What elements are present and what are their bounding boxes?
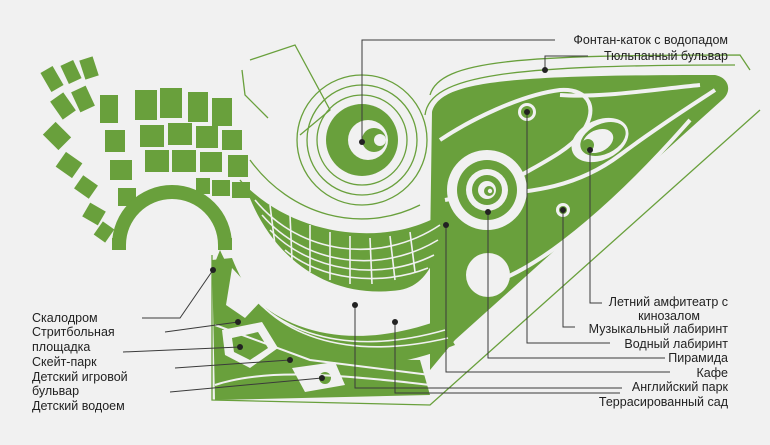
arch-structure [112, 185, 232, 245]
arch-base-left [112, 238, 126, 250]
label-terraced-garden: Террасированный сад [599, 395, 729, 409]
label-streetball-2: площадка [32, 340, 90, 354]
label-climbing-wall: Скалодром [32, 311, 98, 325]
label-pyramid: Пирамида [668, 351, 728, 365]
main-green-field [430, 75, 729, 370]
label-english-park: Английский парк [632, 380, 729, 394]
label-amphitheater-2: кинозалом [638, 309, 700, 323]
labels-right: Фонтан-каток с водопадом Тюльпанный буль… [573, 33, 728, 409]
arch-base-right [218, 238, 232, 250]
label-amphitheater-1: Летний амфитеатр с [609, 295, 728, 309]
leaders-right [352, 39, 670, 394]
label-kids-boulevard-2: бульвар [32, 384, 79, 398]
label-fountain: Фонтан-каток с водопадом [573, 33, 728, 47]
label-skate-park: Скейт-парк [32, 355, 97, 369]
amphitheater [571, 117, 629, 163]
labels-left: Скалодром Стритбольная площадка Скейт-па… [32, 311, 128, 413]
label-cafe: Кафе [697, 366, 729, 380]
label-music-labyrinth: Музыкальный лабиринт [589, 322, 729, 336]
leaders-left [122, 267, 325, 393]
label-streetball-1: Стритбольная [32, 325, 115, 339]
label-kids-boulevard-1: Детский игровой [32, 370, 128, 384]
kids-zone [212, 258, 431, 400]
label-water-labyrinth: Водный лабиринт [624, 337, 728, 351]
label-kids-pond: Детский водоем [32, 399, 125, 413]
label-tulip-boulevard: Тюльпанный бульвар [604, 49, 728, 63]
water-labyrinth [447, 150, 527, 230]
